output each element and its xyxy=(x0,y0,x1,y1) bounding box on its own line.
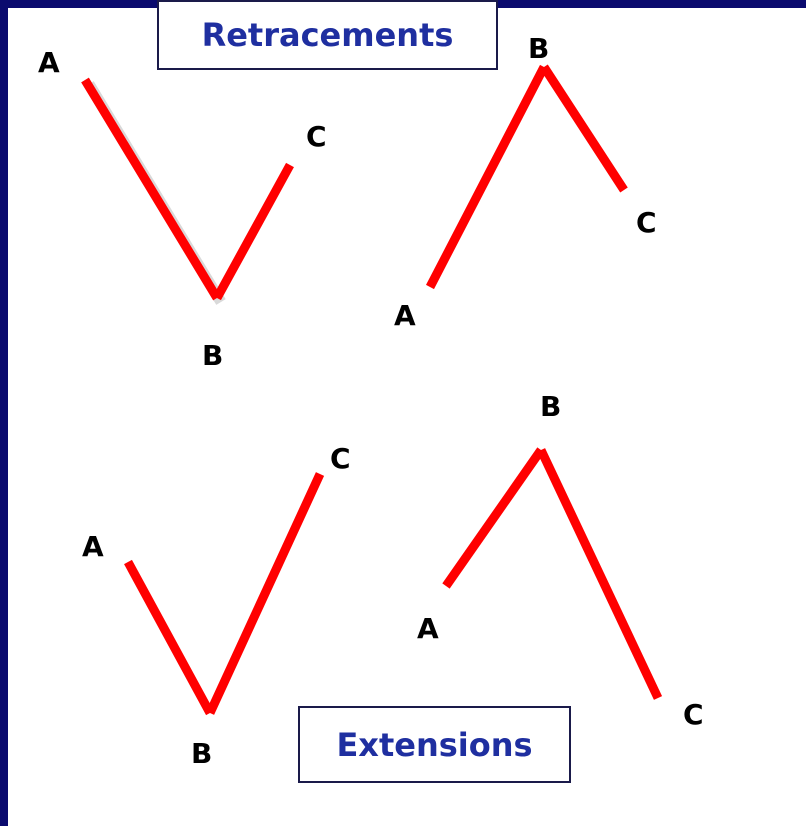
label-a-3: A xyxy=(82,530,104,563)
leg-bc-4 xyxy=(536,448,663,700)
label-c-2: C xyxy=(636,206,657,239)
leg-bc-3 xyxy=(205,472,325,715)
leg-bc-2 xyxy=(540,64,628,193)
label-c-1: C xyxy=(306,120,327,153)
leg-ab-1 xyxy=(81,77,221,301)
content-panel xyxy=(8,8,806,826)
retracements-title: Retracements xyxy=(157,0,498,70)
pattern-retracement-down-up: A B C xyxy=(38,46,327,372)
extensions-title: Extensions xyxy=(298,706,571,783)
leg-bc-1 xyxy=(213,162,294,301)
pattern-extension-up-down: A B C xyxy=(417,390,704,731)
leg-ab-3 xyxy=(124,559,214,716)
label-a-1: A xyxy=(38,46,60,79)
leg-ab-2 xyxy=(426,64,548,290)
label-b-4: B xyxy=(540,390,561,423)
pattern-retracement-up-down: A B C xyxy=(394,32,657,332)
label-b-2: B xyxy=(528,32,549,65)
label-c-4: C xyxy=(683,698,704,731)
pattern-extension-down-up: A B C xyxy=(82,442,351,770)
label-b-3: B xyxy=(191,737,212,770)
label-c-3: C xyxy=(330,442,351,475)
label-b-1: B xyxy=(202,339,223,372)
label-a-2: A xyxy=(394,299,416,332)
leg-ab-4 xyxy=(442,447,545,589)
label-a-4: A xyxy=(417,612,439,645)
